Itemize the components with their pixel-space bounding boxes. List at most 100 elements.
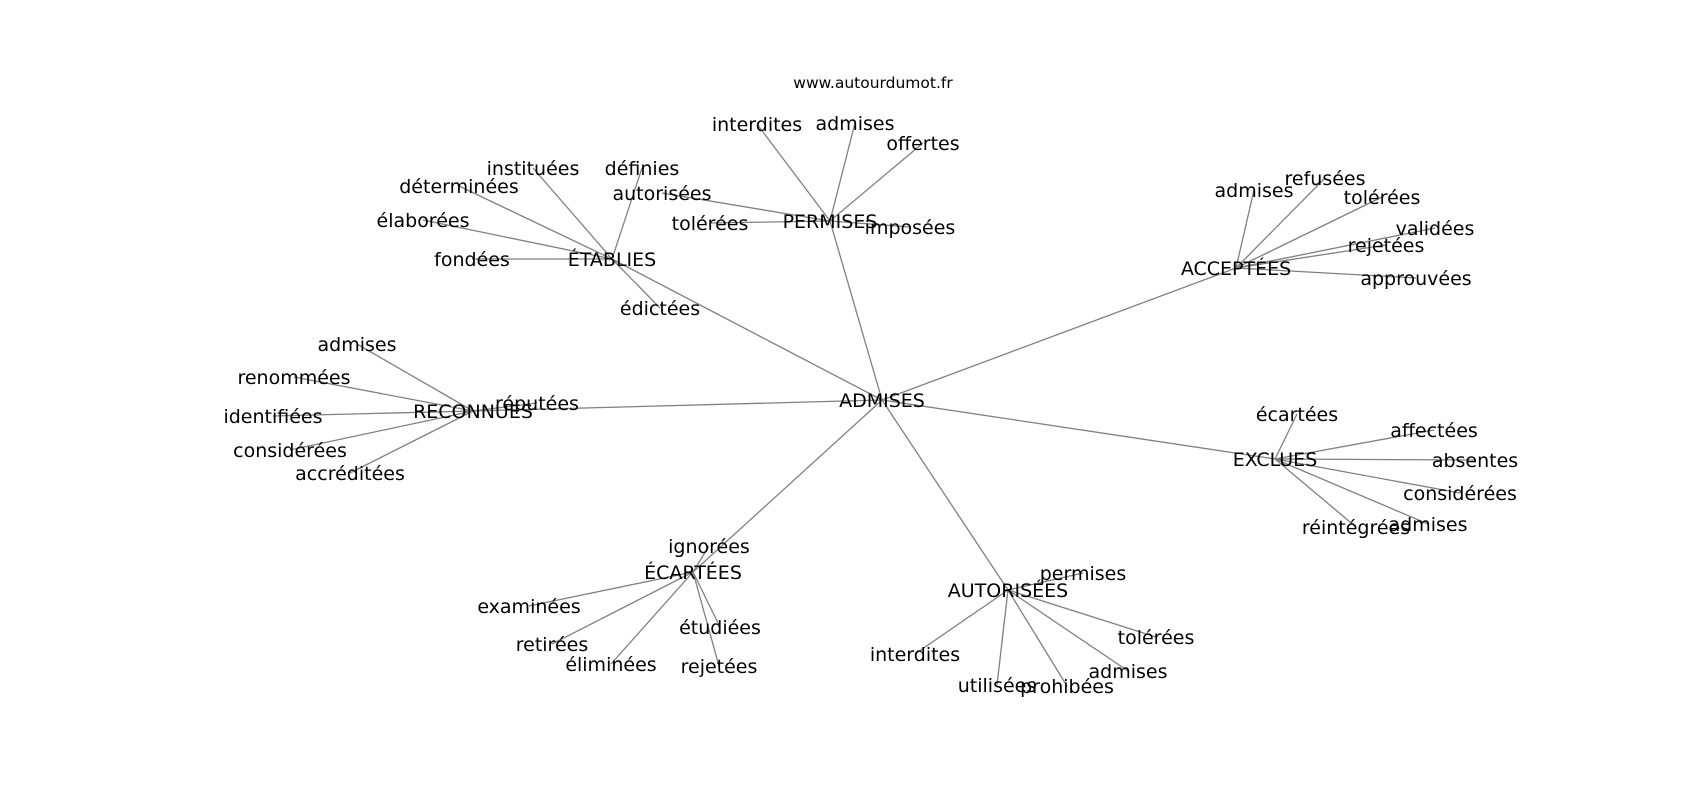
edge-line [692,399,883,573]
edge-line [356,343,474,412]
edge-line [551,571,694,645]
leaf-word[interactable]: ignorées [668,536,750,558]
leaf-word[interactable]: prohibées [1020,676,1114,698]
edge-line [611,167,643,260]
hub-word[interactable]: PERMISES [783,211,878,233]
leaf-word[interactable]: imposées [865,217,956,239]
leaf-word[interactable]: autorisées [612,183,711,205]
leaf-word[interactable]: réputées [495,393,579,415]
graph-edges [272,122,1476,687]
leaf-word[interactable]: admises [1089,661,1168,683]
hub-word[interactable]: RECONNUES [413,401,533,423]
edge-line [1007,589,1129,672]
edge-line [881,267,1237,401]
leaf-word[interactable]: déterminées [399,176,518,198]
leaf-word[interactable]: examinées [477,596,580,618]
edge-line [829,220,911,228]
leaf-word[interactable]: considérées [1403,483,1517,505]
leaf-word[interactable]: retirées [516,634,588,656]
leaf-word[interactable]: rejetées [1348,235,1425,257]
edge-line [472,402,538,412]
leaf-word[interactable]: écartées [1256,404,1338,426]
leaf-word[interactable]: tolérées [1344,187,1421,209]
edge-line [458,185,613,260]
edge-line [881,399,1009,591]
leaf-word[interactable]: utilisées [958,675,1037,697]
hub-word[interactable]: ÉCARTÉES [644,561,742,584]
edge-line [692,545,710,573]
edge-line [709,220,831,224]
edge-line [1235,267,1417,279]
leaf-word[interactable]: affectées [1390,420,1478,442]
edge-line [272,410,474,417]
edge-line [1007,589,1068,687]
edge-line [881,399,1276,460]
leaf-word[interactable]: validées [1396,218,1475,240]
edge-line [996,589,1009,686]
leaf-word[interactable]: instituées [487,158,580,180]
hub-word[interactable]: ACCEPTÉES [1181,257,1291,280]
edge-line [1235,196,1383,269]
edge-line [1235,189,1255,269]
edge-line [1274,458,1476,461]
leaf-word[interactable]: admises [1389,514,1468,536]
hub-word[interactable]: AUTORISÉES [948,579,1068,602]
leaf-word[interactable]: rejetées [681,656,758,678]
edge-line [914,589,1009,655]
leaf-word[interactable]: fondées [434,249,510,271]
edge-line [1235,227,1436,269]
leaf-word[interactable]: réintégrées [1302,517,1410,539]
graph-labels: www.autourdumot.fr ADMISES PERMISES interd… [223,74,1518,698]
edge-line [829,220,883,401]
edge-line [1007,572,1084,591]
leaf-word[interactable]: tolérées [672,213,749,235]
site-watermark: www.autourdumot.fr [793,74,953,92]
leaf-word[interactable]: admises [816,113,895,135]
edge-line [349,410,474,474]
leaf-word[interactable]: admises [1215,180,1294,202]
edge-line [756,123,831,222]
leaf-word[interactable]: considérées [233,440,347,462]
edge-line [1274,458,1461,494]
hub-word[interactable]: ÉTABLIES [568,248,656,271]
edge-line [422,219,613,260]
edge-line [661,192,831,222]
leaf-word[interactable]: accréditées [295,463,405,485]
edge-line [829,142,924,222]
leaf-word[interactable]: renommées [237,367,350,389]
leaf-word[interactable]: identifiées [223,406,322,428]
edge-line [611,258,661,309]
leaf-word[interactable]: éliminées [565,654,656,676]
edge-line [692,571,721,628]
leaf-word[interactable]: admises [318,334,397,356]
edge-line [1235,244,1387,269]
edge-line [472,399,883,412]
root-word[interactable]: ADMISES [839,390,925,412]
leaf-word[interactable]: offertes [886,133,959,155]
edge-line [611,258,883,401]
edge-line [528,571,694,607]
edge-line [1007,589,1157,638]
hub-word[interactable]: EXCLUES [1233,449,1318,471]
edge-line [1274,413,1298,460]
leaf-word[interactable]: approuvées [1360,268,1471,290]
edge-line [692,571,720,667]
leaf-word[interactable]: édictées [620,298,700,320]
edge-line [610,571,694,665]
edge-line [1274,429,1435,460]
edge-line [1235,177,1326,269]
edge-line [1274,458,1357,528]
leaf-word[interactable]: interdites [870,644,960,666]
edge-line [532,167,613,260]
leaf-word[interactable]: absentes [1432,450,1518,472]
leaf-word[interactable]: refusées [1285,168,1366,190]
leaf-word[interactable]: étudiées [679,617,761,639]
leaf-word[interactable]: définies [605,158,680,180]
leaf-word[interactable]: interdites [712,114,802,136]
edge-line [293,376,474,412]
leaf-word[interactable]: tolérées [1118,627,1195,649]
edge-line [289,410,474,451]
leaf-word[interactable]: élaborées [377,210,470,232]
leaf-word[interactable]: permises [1040,563,1127,585]
